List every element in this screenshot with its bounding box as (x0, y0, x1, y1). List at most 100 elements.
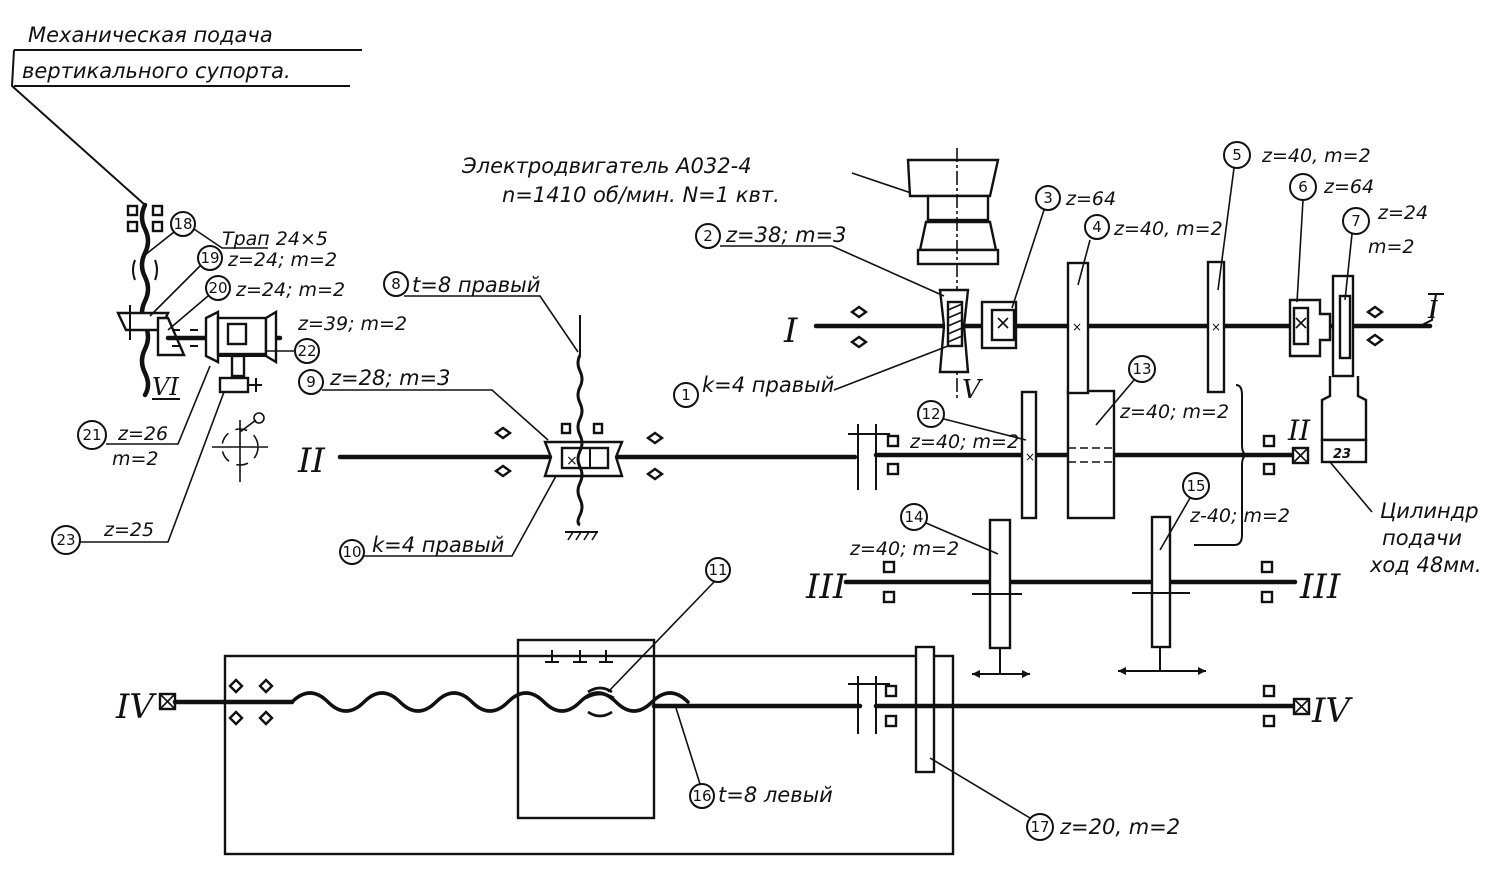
shaft-II-assembly: II × 8 t=8 правый 9 z=28; m=3 10 k=4 пра… (297, 271, 1311, 565)
part-20-label: z=24; m=2 (235, 279, 345, 301)
end-cross (159, 693, 176, 710)
bearing (228, 710, 244, 726)
bearing-marks (172, 329, 198, 347)
bearing (151, 220, 164, 233)
worm-hatch (947, 303, 963, 343)
part-12-label: z=40; m=2 (909, 431, 1019, 453)
callout-12-number: 12 (921, 405, 940, 423)
gear-3-inner (990, 308, 1016, 342)
shaft-IV-label-left: IV (115, 687, 157, 727)
callout-9-leader (322, 389, 549, 441)
part-14-label: z=40; m=2 (849, 538, 959, 560)
bearing (592, 422, 604, 435)
brace (1194, 384, 1249, 546)
callout-19-leader (149, 265, 201, 317)
callout-14 (900, 503, 928, 531)
motor-base (916, 248, 1000, 266)
bearing (1262, 714, 1276, 728)
callout-18-leader-b (193, 228, 268, 249)
part-19-label: z=24; m=2 (227, 249, 337, 271)
callout-15-number: 15 (1186, 477, 1205, 495)
shaft-I-end (1419, 293, 1437, 327)
bearing (1365, 305, 1385, 319)
callout-8-leader (404, 295, 579, 353)
bearing (151, 204, 164, 217)
part-8-label: t=8 правый (412, 273, 540, 297)
part-21-label-2: m=2 (112, 448, 159, 470)
callout-14-leader (925, 522, 999, 555)
shaft-V-label: V (962, 375, 983, 405)
callout-9-number: 9 (306, 373, 316, 391)
bearing (1365, 333, 1385, 347)
shaft-IV-label-right: IV (1311, 691, 1353, 731)
shaft-III-assembly: III III 14 z=40; m=2 15 z-40; m=2 (805, 472, 1341, 678)
callout-4 (1084, 214, 1110, 240)
title-line-1: Механическая подача (28, 23, 273, 47)
callout-19-number: 19 (200, 249, 219, 267)
callout-2-leader (831, 245, 945, 297)
callout-13-leader (1095, 379, 1135, 426)
callout-4-number: 4 (1092, 218, 1102, 236)
callout-17-leader (929, 757, 1031, 819)
callout-7-leader (1344, 233, 1353, 301)
callout-1-leader (833, 345, 949, 391)
motor-flange (918, 220, 998, 252)
callout-5 (1223, 141, 1251, 169)
title-line-2: вертикального супорта. (22, 59, 291, 83)
part-5-label: z=40, m=2 (1261, 145, 1371, 167)
shaft-I-label-left: I (783, 311, 798, 351)
gear-3-x (997, 317, 1009, 329)
part-7-label: z=24 (1377, 202, 1428, 224)
callout-5-number: 5 (1232, 146, 1242, 164)
bearing (228, 678, 244, 694)
callout-18 (170, 211, 196, 237)
callout-16-leader (675, 707, 701, 785)
title-leader (10, 49, 146, 206)
bearing (1260, 560, 1274, 574)
part-15-label: z-40; m=2 (1189, 505, 1290, 527)
feed-cylinder-chamber (1320, 438, 1368, 464)
callout-6-number: 6 (1298, 178, 1308, 196)
gear-6-x (1295, 317, 1307, 329)
callout-16-number: 16 (692, 787, 711, 805)
bearing (258, 710, 274, 726)
callout-11 (705, 557, 731, 583)
gear-5-x: × (1211, 320, 1221, 334)
motor-shaft-I-assembly: Электродвигатель А032-4 n=1410 об/мин. N… (461, 141, 1482, 577)
callout-17-number: 17 (1030, 818, 1049, 836)
electric-motor-icon (906, 158, 1000, 198)
callout-7 (1342, 207, 1370, 235)
part-3-label: z=64 (1065, 188, 1116, 210)
callout-3-leader (1011, 209, 1045, 309)
bearing (1262, 684, 1276, 698)
callout-13-number: 13 (1132, 360, 1151, 378)
callout-5-leader (1217, 167, 1235, 291)
nut-housing-marks (545, 650, 613, 663)
cylinder-line-3: ход 48мм. (1369, 553, 1482, 577)
cylinder-line-1: Цилиндр (1380, 499, 1479, 523)
gear-14 (988, 518, 1012, 650)
title-block: Механическая подача вертикального супорт… (10, 23, 362, 206)
shaft-III-label-right: III (1299, 567, 1341, 607)
shaft-I-label-right: I (1427, 296, 1438, 324)
callout-19 (197, 245, 223, 271)
callout-23-leader (80, 391, 225, 543)
part-13-label: z=40; m=2 (1119, 401, 1229, 423)
part-21-label: z=26 (117, 423, 168, 445)
gear-block-right (264, 309, 278, 365)
callout-3-number: 3 (1043, 189, 1053, 207)
bearing (886, 434, 900, 448)
callout-18-number: 18 (173, 215, 192, 233)
callout-6-leader (1296, 199, 1304, 303)
shaft-III-label-left: III (805, 567, 847, 607)
part-17-label: z=20, m=2 (1059, 815, 1180, 839)
callout-20-number: 20 (208, 279, 227, 297)
nut-housing-11 (516, 638, 656, 820)
callout-3 (1035, 185, 1061, 211)
part-9-label: z=28; m=3 (329, 366, 451, 390)
callout-11-leader (607, 581, 715, 693)
motor-line-2: n=1410 об/мин. N=1 квт. (502, 183, 780, 207)
bearing (1262, 462, 1276, 476)
callout-8-number: 8 (391, 275, 401, 293)
part-1-label: k=4 правый (702, 373, 834, 397)
